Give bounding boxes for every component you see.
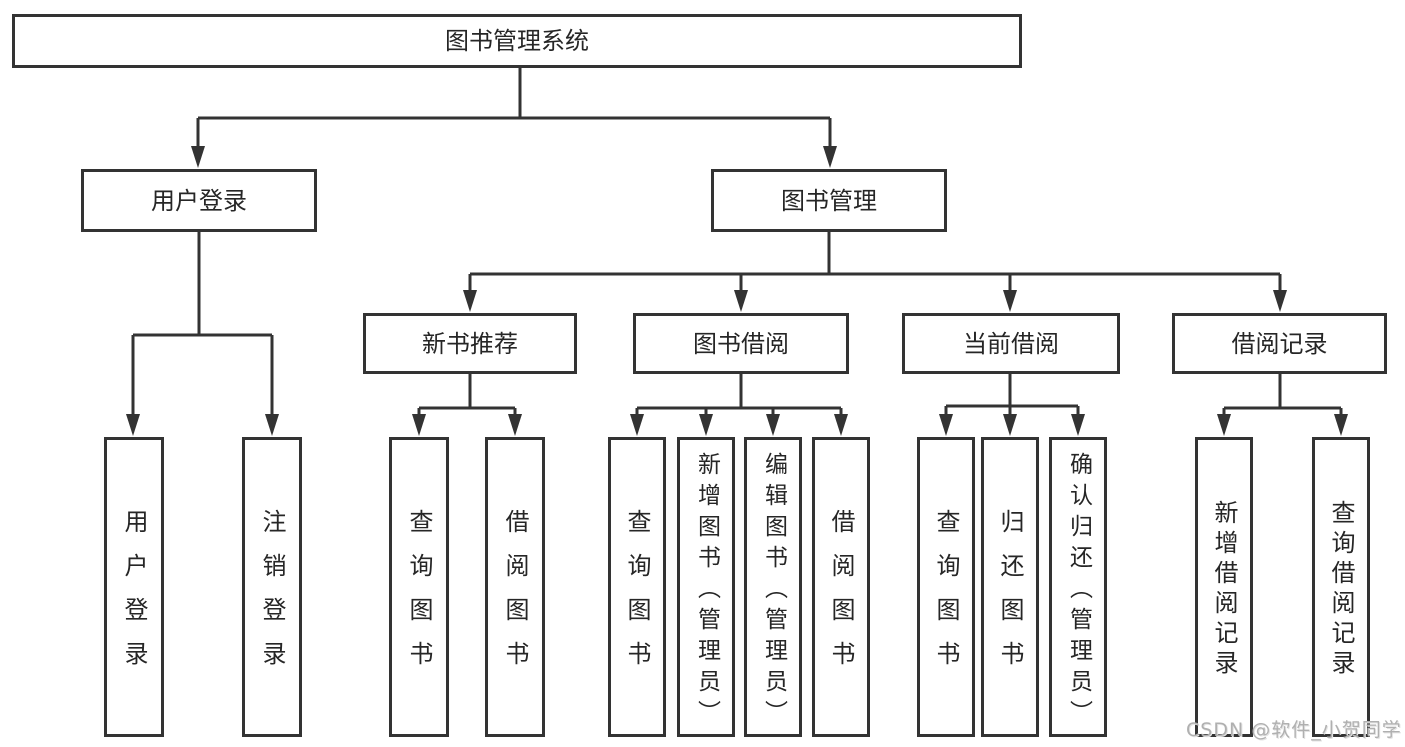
node-user-login: 用户登录 [81,169,317,232]
leaf-confirm-return-admin: 确认归还（管理员） [1049,437,1107,737]
leaf-borrow-books-recommend: 借阅图书 [485,437,545,737]
leaf-query-borrow-record: 查询借阅记录 [1312,437,1370,737]
node-borrow-records: 借阅记录 [1172,313,1387,374]
leaf-user-login: 用户登录 [104,437,164,737]
node-book-borrowing: 图书借阅 [633,313,849,374]
leaf-borrow-books-borrowing: 借阅图书 [812,437,870,737]
leaf-return-books: 归还图书 [981,437,1039,737]
leaf-query-books-borrowing: 查询图书 [608,437,666,737]
csdn-watermark: CSDN @软件_小贺同学 [1186,719,1402,741]
arrowheads [126,146,1348,436]
leaf-edit-books-admin: 编辑图书（管理员） [744,437,802,737]
leaf-query-books-recommend: 查询图书 [389,437,449,737]
leaf-query-books-current: 查询图书 [917,437,975,737]
leaf-logout: 注销登录 [242,437,302,737]
node-book-management: 图书管理 [711,169,947,232]
node-current-borrowing: 当前借阅 [902,313,1120,374]
leaf-add-borrow-record: 新增借阅记录 [1195,437,1253,737]
node-root: 图书管理系统 [12,14,1022,68]
leaf-add-books-admin: 新增图书（管理员） [677,437,735,737]
node-new-book-recommend: 新书推荐 [363,313,577,374]
